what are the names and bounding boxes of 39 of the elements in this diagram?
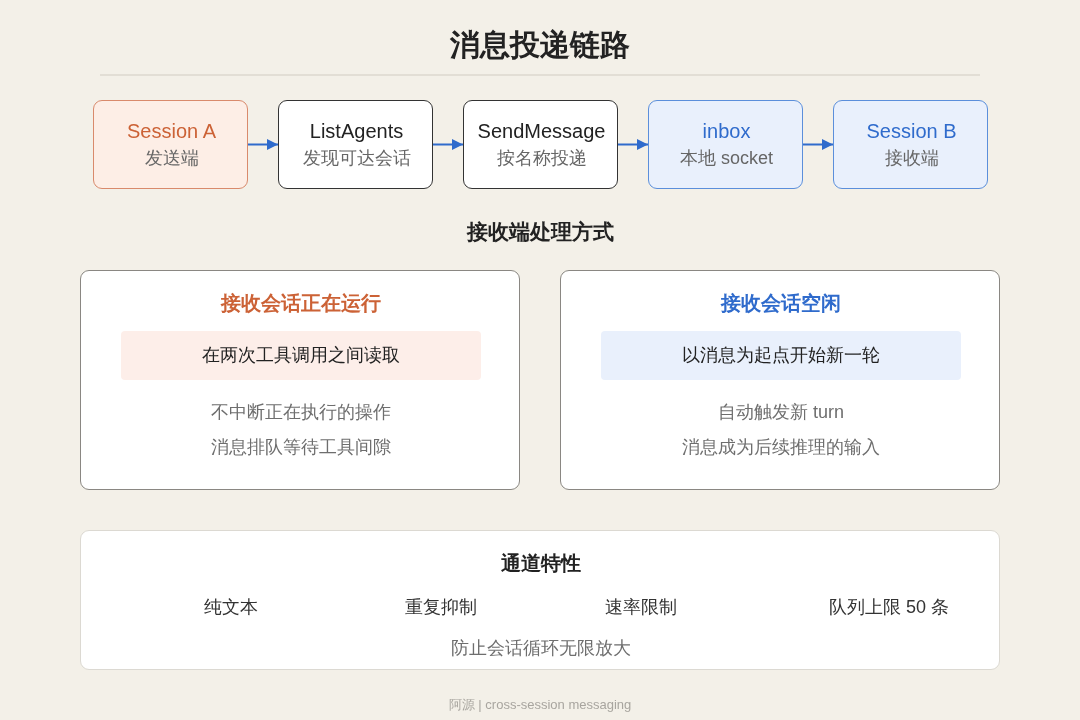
- note-text: 防止会话循环无限放大: [451, 638, 631, 660]
- feature-item: 速率限制: [605, 597, 677, 619]
- box-subtitle: 接收端: [884, 148, 939, 170]
- panel-card: [560, 270, 1000, 490]
- arrow: [617, 139, 649, 150]
- box-subtitle: 发送端: [144, 148, 199, 170]
- diagram-title: 消息投递链路: [450, 26, 630, 63]
- process-box: [463, 100, 618, 189]
- panel-card: [80, 530, 1000, 670]
- process-box: [278, 100, 433, 189]
- box-title: Session A: [127, 119, 216, 143]
- panel-heading: 接收会话正在运行: [221, 291, 381, 315]
- panel-card: [80, 270, 520, 490]
- box-title: inbox: [702, 119, 751, 143]
- process-box: [93, 100, 248, 189]
- process-box: [648, 100, 803, 189]
- footer-caption: 阿源 | cross-session messaging: [448, 696, 632, 714]
- panel-heading: 通道特性: [501, 551, 581, 575]
- band-text: 在两次工具调用之间读取: [202, 344, 400, 367]
- arrow: [247, 139, 279, 150]
- body-text: 不中断正在执行的操作: [211, 402, 391, 424]
- section-heading: 接收端处理方式: [466, 219, 614, 245]
- feature-item: 纯文本: [204, 597, 258, 619]
- box-subtitle: 按名称投递: [496, 148, 587, 170]
- arrow: [432, 139, 464, 150]
- body-text: 自动触发新 turn: [718, 402, 844, 424]
- box-subtitle: 本地 socket: [680, 148, 773, 170]
- panel-heading: 接收会话空闲: [721, 291, 841, 315]
- body-text: 消息成为后续推理的输入: [682, 437, 880, 459]
- body-text: 消息排队等待工具间隙: [211, 437, 391, 459]
- feature-item: 重复抑制: [405, 597, 477, 619]
- arrow: [802, 139, 834, 150]
- box-title: ListAgents: [309, 119, 404, 143]
- box-subtitle: 发现可达会话: [302, 148, 411, 170]
- band-text: 以消息为起点开始新一轮: [682, 344, 880, 367]
- box-title: Session B: [866, 119, 957, 143]
- process-box: [833, 100, 988, 189]
- box-title: SendMessage: [477, 119, 606, 143]
- feature-item: 队列上限 50 条: [829, 597, 949, 619]
